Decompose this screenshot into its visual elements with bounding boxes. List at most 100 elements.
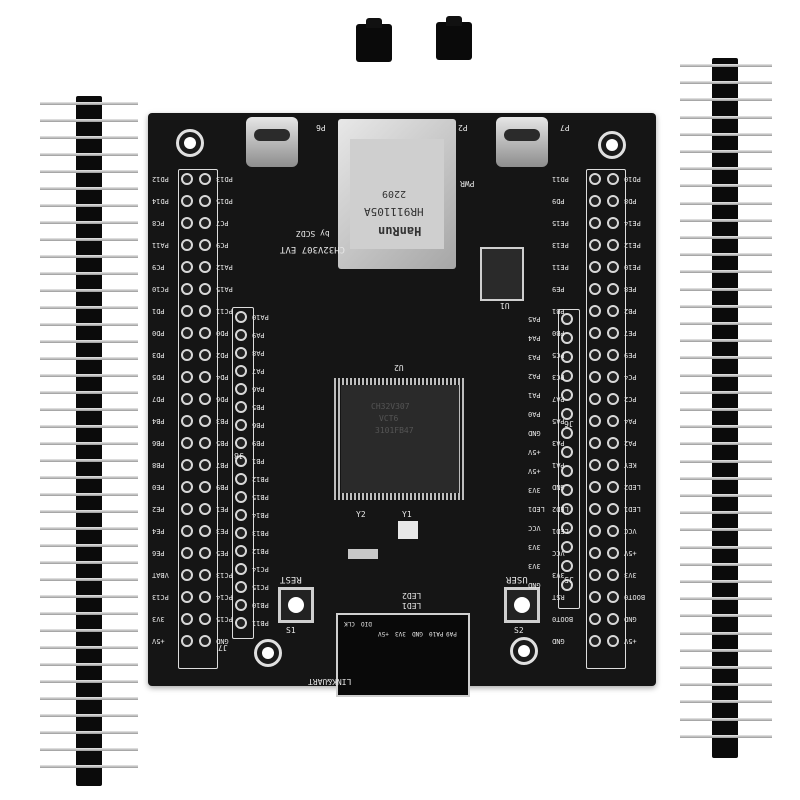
header-pin xyxy=(40,697,138,700)
solder-pad xyxy=(607,525,619,537)
header-pin xyxy=(40,255,138,258)
header-pin xyxy=(680,734,772,738)
header-pin xyxy=(40,272,138,275)
header-pin xyxy=(40,170,138,173)
pin-label: PD15 xyxy=(216,197,233,205)
header-pin xyxy=(680,528,772,532)
pin-label: PE10 xyxy=(624,263,641,271)
pin-label: PA15 xyxy=(216,285,233,293)
solder-pad xyxy=(181,217,193,229)
pin-label: PC14 xyxy=(216,593,233,601)
pin-label: VCC xyxy=(528,524,541,532)
label-pwr: PWR xyxy=(460,179,475,188)
header-pin xyxy=(40,153,138,156)
pin-label: 3V3 xyxy=(624,571,637,579)
jumper-cap xyxy=(436,16,472,60)
solder-pad xyxy=(589,327,601,339)
pad-column-right-outer xyxy=(606,173,622,663)
header-pin xyxy=(680,287,772,291)
user-button[interactable] xyxy=(504,587,540,623)
solder-pad xyxy=(199,327,211,339)
solder-pad xyxy=(607,305,619,317)
solder-pad xyxy=(181,283,193,295)
solder-pad xyxy=(589,459,601,471)
pin-label: LED2 xyxy=(624,483,641,491)
pin-label: PB6 xyxy=(252,421,265,429)
pin-label: PA4 xyxy=(528,334,541,342)
solder-pad xyxy=(561,389,573,401)
header-pin xyxy=(680,236,772,239)
solder-pad xyxy=(589,437,601,449)
mounting-hole xyxy=(176,129,204,157)
solder-pad xyxy=(235,563,247,575)
pin-label: PE2 xyxy=(152,505,165,513)
header-pin xyxy=(40,238,138,241)
pin-label: PA2 xyxy=(528,372,541,380)
pin-label: GND xyxy=(216,637,229,645)
header-pin xyxy=(680,476,772,480)
header-pin xyxy=(680,614,772,618)
mcu-line-1: CH32V307 xyxy=(371,402,410,411)
pin-label: PC4 xyxy=(624,373,637,381)
header-pin xyxy=(680,408,772,411)
pin-label: PC15 xyxy=(216,615,233,623)
header-pin xyxy=(680,717,772,721)
solder-pad xyxy=(607,261,619,273)
pin-label: PA8 xyxy=(252,349,265,357)
pin-label: PC7 xyxy=(216,219,229,227)
header-pin xyxy=(680,683,772,687)
pin-label: PC2 xyxy=(624,395,637,403)
header-pin xyxy=(680,132,772,136)
label-y2: Y2 xyxy=(356,510,366,519)
pin-label: PD3 xyxy=(152,351,165,359)
debug-pin-label: GND xyxy=(412,630,423,637)
solder-pad xyxy=(235,311,247,323)
solder-pad xyxy=(607,415,619,427)
pin-label: GND xyxy=(528,429,541,437)
solder-pad xyxy=(235,581,247,593)
label-p2: P2 xyxy=(458,123,468,132)
pin-label: PB9 xyxy=(216,483,229,491)
header-pin xyxy=(680,580,772,583)
header-pin xyxy=(40,646,138,649)
header-pin xyxy=(680,425,772,429)
solder-pad xyxy=(181,503,193,515)
pin-label: PA7 xyxy=(252,367,265,375)
solder-pad xyxy=(561,484,573,496)
header-pin xyxy=(40,323,138,326)
pin-label: PE7 xyxy=(624,329,637,337)
pin-label: VCC xyxy=(624,527,637,535)
pin-label: PA5 xyxy=(528,315,541,323)
solder-pad xyxy=(181,239,193,251)
pin-label: GND xyxy=(528,581,541,589)
pin-label: KEY xyxy=(624,461,637,469)
header-pin xyxy=(40,374,138,377)
solder-pad xyxy=(235,509,247,521)
pin-label: PA3 xyxy=(528,353,541,361)
pin-label: PE13 xyxy=(552,241,569,249)
header-pin xyxy=(40,714,138,717)
solder-pad xyxy=(589,261,601,273)
solder-pad xyxy=(181,415,193,427)
pin-label: PC13 xyxy=(152,593,169,601)
solder-pad xyxy=(199,283,211,295)
label-reset: REST xyxy=(280,574,302,584)
crystal-y2 xyxy=(348,549,378,559)
solder-pad xyxy=(181,525,193,537)
reset-button[interactable] xyxy=(278,587,314,623)
solder-pad xyxy=(589,349,601,361)
pin-label: PA10 xyxy=(252,313,269,321)
header-pin xyxy=(680,494,772,497)
solder-pad xyxy=(235,527,247,539)
label-link: LINK&UART xyxy=(308,677,352,686)
pin-label: PB6 xyxy=(152,439,165,447)
pin-label: PD12 xyxy=(152,175,169,183)
header-pin xyxy=(40,391,138,394)
